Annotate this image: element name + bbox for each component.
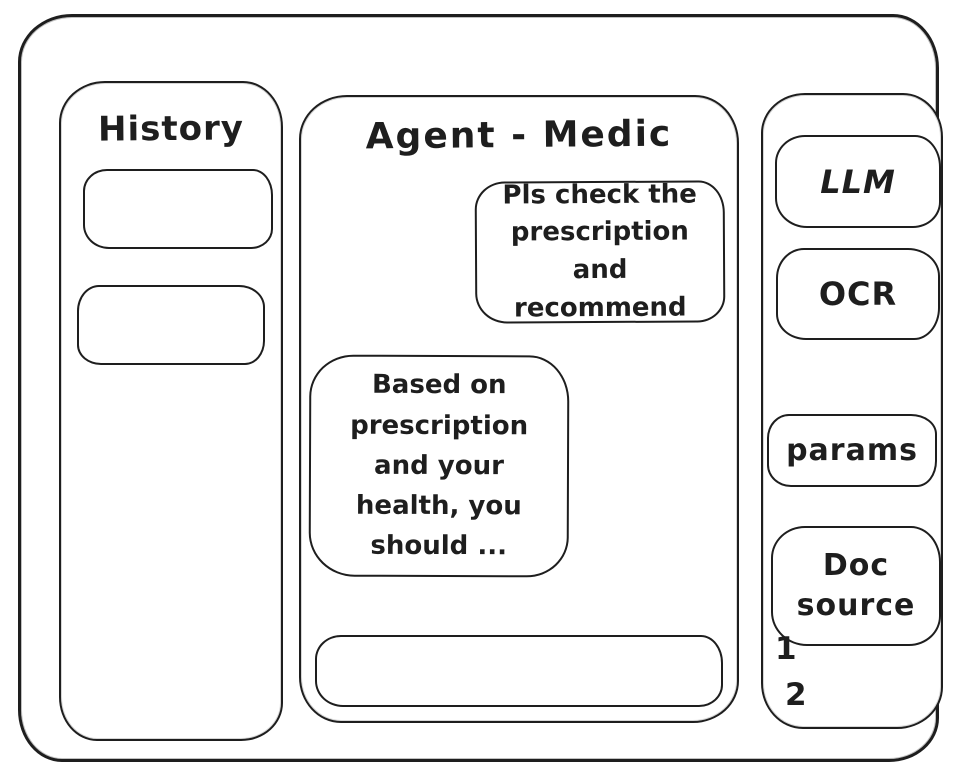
doc-source-item[interactable]: 1 <box>775 631 797 667</box>
history-title: History <box>97 108 245 150</box>
ocr-button[interactable]: OCR <box>776 248 940 340</box>
message-input[interactable] <box>315 635 723 707</box>
history-item[interactable] <box>83 169 273 249</box>
assistant-message-text: Based on prescription and your health, y… <box>350 370 529 562</box>
assistant-message-bubble: Based on prescription and your health, y… <box>308 354 570 578</box>
user-message-text: Pls check the prescription and recommend <box>502 179 697 324</box>
params-button[interactable]: params <box>767 414 937 487</box>
history-item[interactable] <box>77 285 265 365</box>
user-message-bubble: Pls check the prescription and recommend <box>474 179 726 324</box>
history-panel: History <box>59 81 283 741</box>
tools-panel: LLM OCR params Doc source 1 2 <box>761 93 943 729</box>
llm-button[interactable]: LLM <box>775 135 941 228</box>
chat-title: Agent - Medic <box>365 113 673 158</box>
chat-panel: Agent - Medic Pls check the prescription… <box>299 95 739 723</box>
doc-source-button[interactable]: Doc source <box>771 526 941 646</box>
app-frame: History Agent - Medic Pls check the pres… <box>18 14 943 762</box>
doc-source-item[interactable]: 2 <box>785 677 807 713</box>
